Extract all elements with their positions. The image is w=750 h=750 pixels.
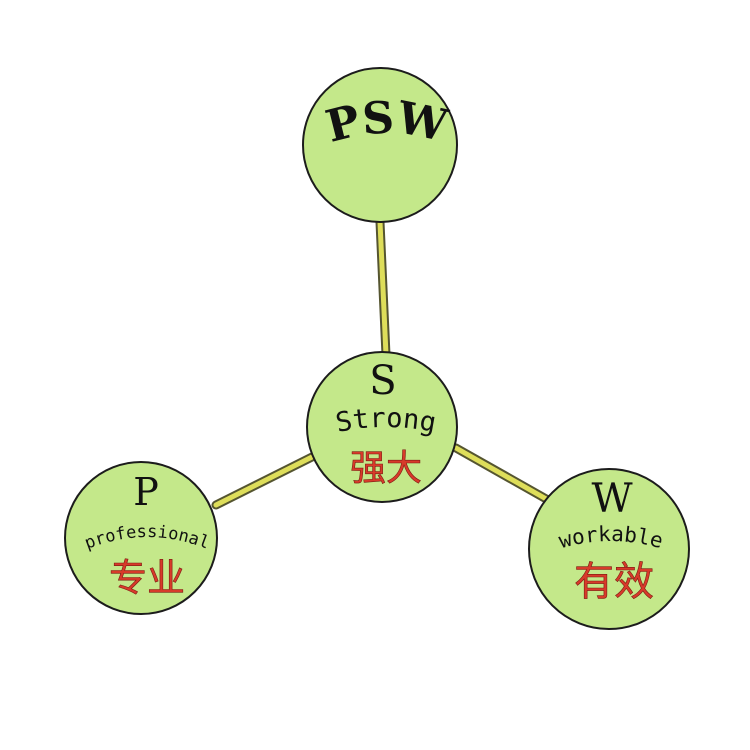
connector-top-fill (377, 219, 389, 358)
connector-left-fill (213, 454, 315, 508)
node-psw-circle (302, 67, 458, 223)
node-workable-letter: W (591, 476, 632, 522)
node-psw-title: PSW (321, 92, 452, 153)
connector-right-fill (453, 445, 551, 503)
node-psw: PSW (302, 67, 458, 223)
connectors (211, 217, 553, 510)
node-professional-circle (64, 461, 218, 615)
node-strong-chinese: 强大 (350, 448, 422, 489)
node-strong-letter: S (369, 358, 396, 404)
node-workable: W workable 有效 (528, 468, 690, 630)
node-professional-chinese: 专业 (109, 556, 185, 600)
node-strong: S Strong 强大 (306, 351, 458, 503)
node-professional-letter: P (133, 470, 159, 514)
node-workable-chinese: 有效 (574, 559, 654, 605)
node-workable-circle (528, 468, 690, 630)
node-strong-circle (306, 351, 458, 503)
node-professional: P professional 专业 (64, 461, 218, 615)
